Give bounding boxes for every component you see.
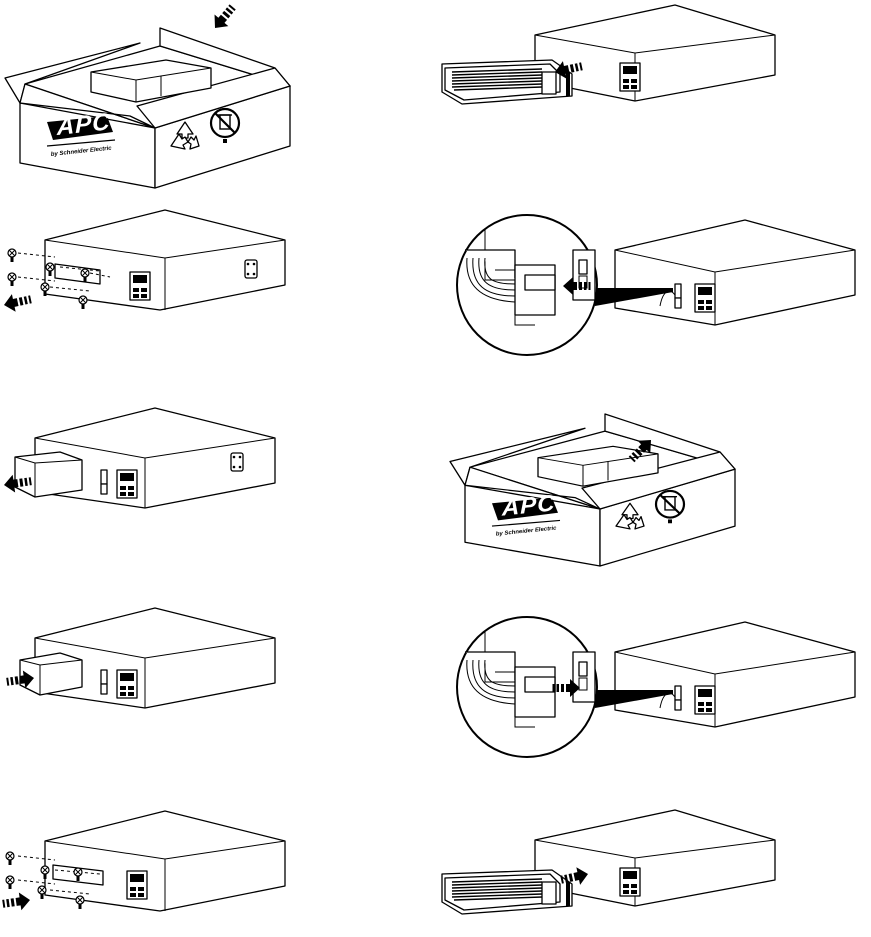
front-bezel [442, 60, 572, 104]
arrow-left-icon [2, 290, 33, 313]
screw-icon [8, 273, 16, 286]
screw-icon [6, 876, 14, 889]
battery-pack [15, 452, 82, 497]
step-insert-new-battery [0, 605, 300, 715]
front-bezel [442, 870, 572, 914]
step-pull-out-old-battery [0, 405, 300, 515]
step-remove-battery-bracket-screws [0, 205, 300, 325]
screw-icon [38, 886, 46, 899]
battery-pack [20, 653, 82, 695]
screw-icon [79, 296, 87, 309]
screw-icon [6, 852, 14, 865]
arrow-up-out-icon [208, 1, 239, 34]
step-reinstall-battery-bracket-screws [0, 808, 300, 928]
screw-icon [8, 249, 16, 262]
screw-icon [76, 896, 84, 909]
arrow-right-icon [2, 891, 32, 913]
svg-text:APC: APC [56, 108, 111, 141]
step-reattach-front-bezel [440, 808, 780, 933]
step-connect-battery-connector [455, 612, 871, 762]
step-disconnect-battery-connector [455, 210, 871, 360]
step-pack-old-battery-for-recycling: APC by Schneider Electric [448, 412, 748, 572]
step-unpack-replacement-battery: APC by Schneider Electric [0, 10, 300, 175]
step-remove-front-bezel [440, 0, 780, 135]
